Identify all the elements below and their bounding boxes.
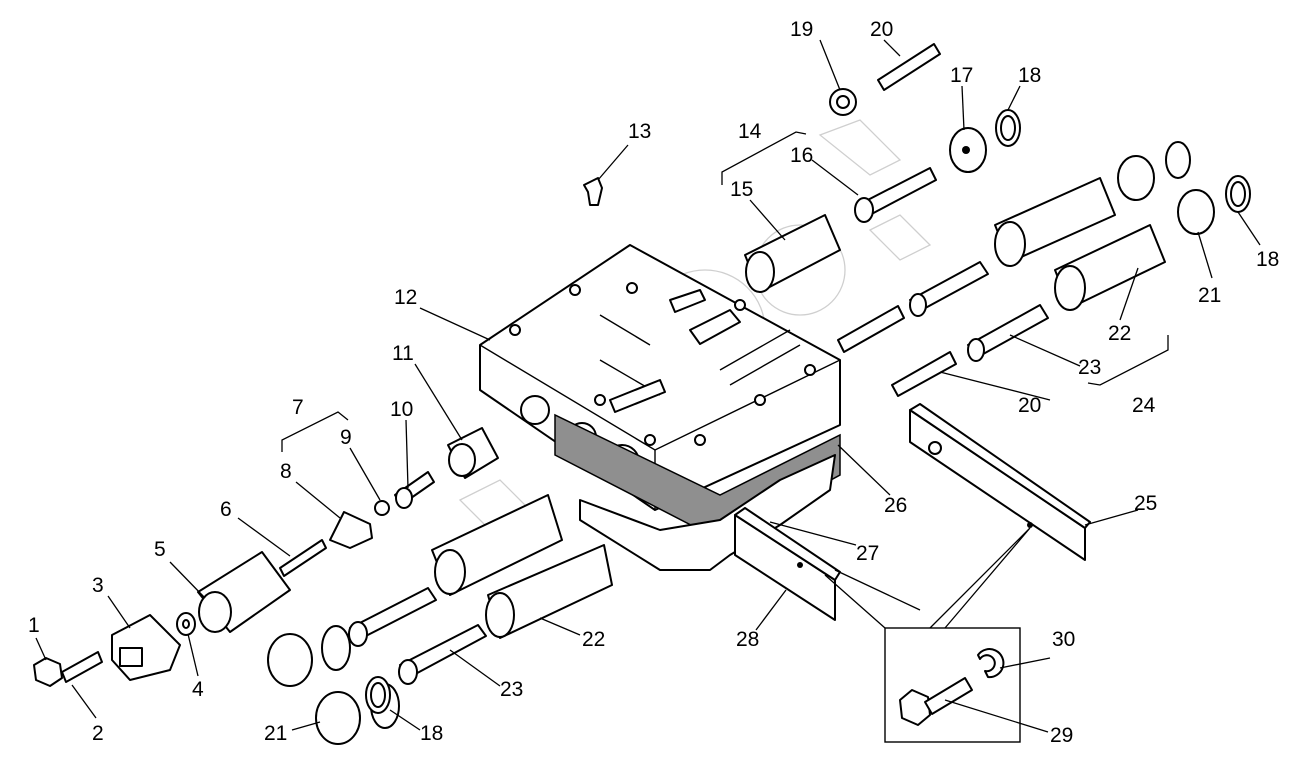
- spool-right-upper: [994, 141, 1191, 267]
- callout-20-right: 20: [1018, 394, 1041, 417]
- callout-26: 26: [884, 494, 907, 517]
- callout-21-lower: 21: [264, 722, 287, 745]
- bushing-11: [447, 427, 499, 479]
- callout-10: 10: [390, 398, 413, 421]
- spring-right-upper: [837, 305, 905, 353]
- cap-17: [949, 127, 987, 173]
- callout-29: 29: [1050, 724, 1073, 747]
- callout-22-lower: 22: [582, 628, 605, 651]
- callout-19: 19: [790, 18, 813, 41]
- callout-23-right: 23: [1078, 356, 1101, 379]
- callout-21-right: 21: [1198, 284, 1221, 307]
- leader-lines: [35, 39, 1261, 733]
- callout-labels: 1 2 3 4 5 6 7 8 9 10 11 12 13 14 15 16 1…: [28, 18, 1279, 747]
- callout-15: 15: [730, 178, 753, 201]
- cap-21-right: [1177, 189, 1215, 235]
- callout-6: 6: [220, 498, 232, 521]
- callout-1: 1: [28, 614, 40, 637]
- callout-22-right: 22: [1108, 322, 1131, 345]
- sleeve-5: [197, 551, 291, 633]
- rod-16: [854, 167, 937, 223]
- callout-4: 4: [192, 678, 204, 701]
- callout-18-top: 18: [1018, 64, 1041, 87]
- callout-8: 8: [280, 460, 292, 483]
- cover-plate-28: [734, 507, 841, 621]
- spool-left-lower-22: [485, 544, 613, 639]
- callout-30: 30: [1052, 628, 1075, 651]
- ring-18-top: [995, 109, 1021, 147]
- callout-24: 24: [1132, 394, 1156, 417]
- ring-18-right: [1225, 175, 1251, 213]
- callout-18-lower: 18: [420, 722, 443, 745]
- callout-14: 14: [738, 120, 762, 143]
- washer-4: [176, 612, 196, 636]
- gasket-27: [579, 454, 836, 571]
- callout-7: 7: [292, 396, 304, 419]
- callout-17: 17: [950, 64, 973, 87]
- callout-3: 3: [92, 574, 104, 597]
- callout-11: 11: [392, 342, 414, 365]
- cap-19: [829, 88, 857, 116]
- bolt-detail: [824, 527, 1031, 743]
- spring-20-top: [877, 43, 941, 91]
- spool-22-right: [1054, 224, 1166, 311]
- nut-1: [33, 657, 63, 687]
- callout-12: 12: [394, 286, 417, 309]
- brackets: [281, 131, 1169, 452]
- ring-18-lower: [365, 676, 391, 714]
- spool-left-upper: [431, 494, 563, 596]
- callout-18-right: 18: [1256, 248, 1279, 271]
- stud-13: [583, 177, 603, 206]
- callout-25: 25: [1134, 492, 1157, 515]
- callout-9: 9: [340, 426, 352, 449]
- cover-plate-25: [909, 403, 1091, 561]
- pin-10: [394, 471, 435, 509]
- spring-20-right: [891, 351, 957, 397]
- spring-6: [279, 539, 327, 577]
- callout-20-top: 20: [870, 18, 893, 41]
- callout-28: 28: [736, 628, 759, 651]
- rod-23-lower: [398, 624, 487, 685]
- cap-left-upper: [267, 625, 351, 687]
- callout-16: 16: [790, 144, 813, 167]
- plug-3: [111, 614, 181, 681]
- screw-2: [61, 651, 103, 683]
- rod-right-upper: [909, 261, 989, 317]
- callout-2: 2: [92, 722, 104, 745]
- rod-left-upper: [348, 587, 437, 647]
- rod-23-right: [967, 304, 1049, 362]
- ball-9: [374, 500, 390, 516]
- callout-13: 13: [628, 120, 651, 143]
- cone-8: [329, 511, 373, 549]
- callout-23-lower: 23: [500, 678, 523, 701]
- spool-15: [744, 214, 841, 293]
- callout-5: 5: [154, 538, 166, 561]
- callout-27: 27: [856, 542, 879, 565]
